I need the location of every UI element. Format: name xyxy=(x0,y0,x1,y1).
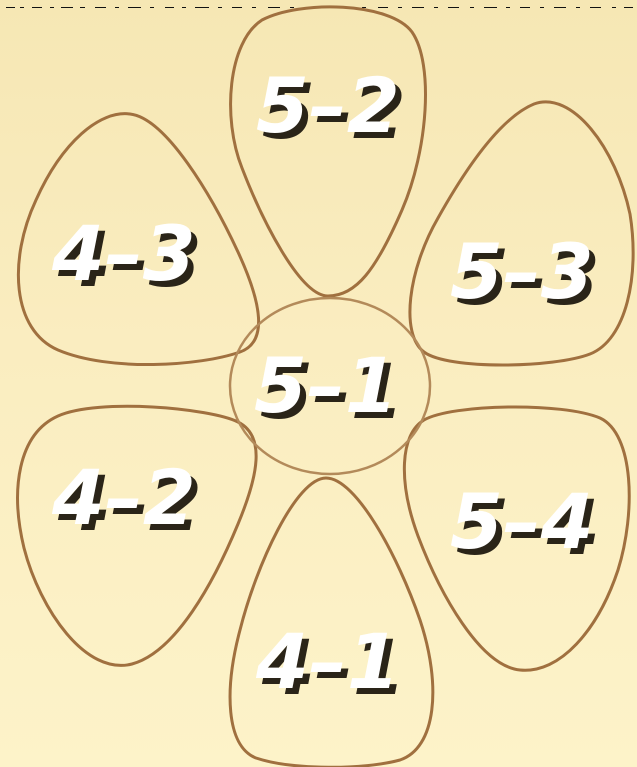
petal-lower-left: 4–2 4–2 xyxy=(18,406,257,665)
petal-upper-right: 5–3 5–3 xyxy=(410,102,633,365)
petal-bottom: 4–1 4–1 xyxy=(230,478,433,767)
petal-upper-left-expression: 4–3 xyxy=(51,209,196,298)
flower-center: 5–1 5–1 xyxy=(230,298,430,474)
petal-lower-right: 5–4 5–4 xyxy=(404,407,629,670)
petal-lower-left-expression: 4–2 xyxy=(51,453,196,542)
petal-upper-right-expression: 5–3 xyxy=(450,227,594,316)
petal-lower-right-expression: 5–4 xyxy=(450,477,594,566)
petal-top-expression: 5–2 xyxy=(256,61,400,150)
petal-upper-left: 4–3 4–3 xyxy=(18,114,258,365)
petal-top: 5–2 5–2 xyxy=(231,7,426,296)
flower-center-expression: 5–1 xyxy=(254,341,398,430)
petal-bottom-expression: 4–1 xyxy=(255,617,400,706)
